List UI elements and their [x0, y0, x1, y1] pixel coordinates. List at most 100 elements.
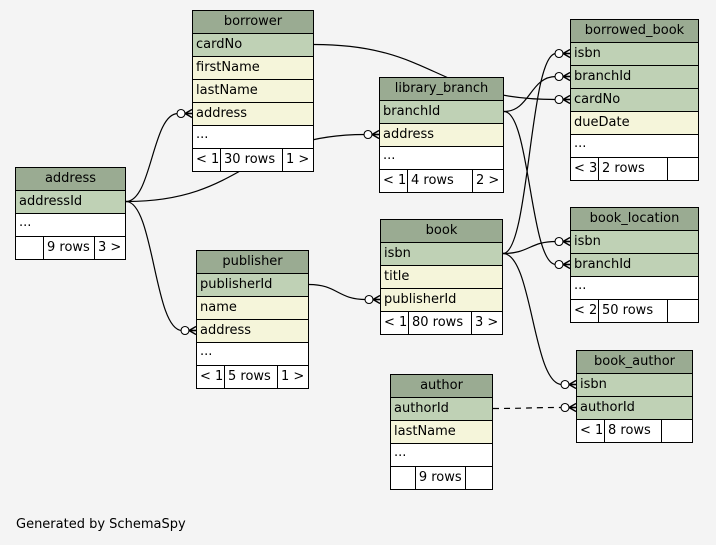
crows-foot-marker [562, 48, 571, 59]
optional-marker [560, 402, 570, 413]
column-cardno: cardNo [193, 34, 313, 57]
relationship-line [502, 52, 570, 255]
children-count [668, 300, 698, 322]
column-isbn: isbn [571, 231, 698, 254]
column-authorid: authorId [391, 398, 492, 421]
table-title: library_branch [380, 78, 503, 101]
parents-count: < 1 [381, 312, 409, 334]
crows-foot-marker [568, 402, 577, 413]
column-branchid: branchId [571, 254, 698, 277]
table-title: book [381, 220, 502, 243]
table-title: author [391, 375, 492, 398]
column-address: address [380, 124, 503, 147]
row-count: 9 rows [416, 467, 466, 489]
row-count: 50 rows [599, 300, 668, 322]
children-count: 3 > [98, 240, 122, 255]
relationship-line [503, 75, 570, 113]
more-columns-row: ... [391, 444, 492, 467]
optional-marker [560, 379, 570, 390]
optional-marker [554, 94, 564, 105]
children-count: 1 > [286, 152, 310, 167]
column-publisherid: publisherId [197, 274, 308, 297]
column-lastname: lastName [391, 421, 492, 444]
crows-foot-marker [562, 71, 571, 82]
table-title: borrower [193, 11, 313, 34]
crows-foot-marker [562, 259, 571, 270]
crows-foot-marker [184, 108, 193, 119]
children-count [668, 158, 698, 180]
more-columns-row: ... [193, 126, 313, 149]
column-publisherid: publisherId [381, 289, 502, 312]
crows-foot-marker [371, 129, 380, 140]
row-count: 9 rows [44, 237, 95, 259]
column-name: name [197, 297, 308, 320]
relationship-line [502, 252, 576, 386]
more-columns-row: ... [197, 343, 308, 366]
column-duedate: dueDate [571, 112, 698, 135]
more-columns-row: ... [571, 277, 698, 300]
optional-marker [554, 259, 564, 270]
parents-count: < 1 [577, 420, 605, 442]
row-count: 30 rows [221, 149, 283, 171]
crows-foot-marker [562, 94, 571, 105]
row-count: 80 rows [409, 312, 472, 334]
column-address: address [197, 320, 308, 343]
parents-count: < 1 [193, 149, 221, 171]
column-isbn: isbn [571, 43, 698, 66]
parents-count [16, 237, 44, 259]
column-branchid: branchId [380, 101, 503, 124]
table-title: book_author [577, 351, 692, 374]
table-title: publisher [197, 251, 308, 274]
optional-marker [554, 48, 564, 59]
row-count: 5 rows [225, 366, 278, 388]
parents-count: < 3 [571, 158, 599, 180]
column-branchid: branchId [571, 66, 698, 89]
parents-count: < 1 [197, 366, 225, 388]
generated-by-note: Generated by SchemaSpy [16, 517, 186, 532]
column-authorid: authorId [577, 397, 692, 420]
children-count [466, 467, 492, 489]
row-count: 2 rows [599, 158, 668, 180]
column-isbn: isbn [577, 374, 692, 397]
crows-foot-marker [562, 236, 571, 247]
relationship-line [503, 110, 570, 266]
optional-marker [554, 71, 564, 82]
table-title: address [16, 168, 125, 191]
table-footer: 9 rows [391, 467, 492, 489]
optional-marker [364, 294, 374, 305]
parents-count: < 1 [380, 170, 408, 192]
relationship-line [313, 43, 570, 101]
more-columns-row: ... [380, 147, 503, 170]
column-addressid: addressId [16, 191, 125, 214]
crows-foot-marker [372, 294, 381, 305]
more-columns-row: ... [571, 135, 698, 158]
optional-marker [554, 236, 564, 247]
column-title: title [381, 266, 502, 289]
crows-foot-marker [568, 379, 577, 390]
more-columns-row: ... [16, 214, 125, 237]
table-title: book_location [571, 208, 698, 231]
relationship-line [125, 200, 196, 332]
children-count [662, 420, 692, 442]
parents-count: < 2 [571, 300, 599, 322]
column-firstname: firstName [193, 57, 313, 80]
optional-marker [176, 108, 186, 119]
